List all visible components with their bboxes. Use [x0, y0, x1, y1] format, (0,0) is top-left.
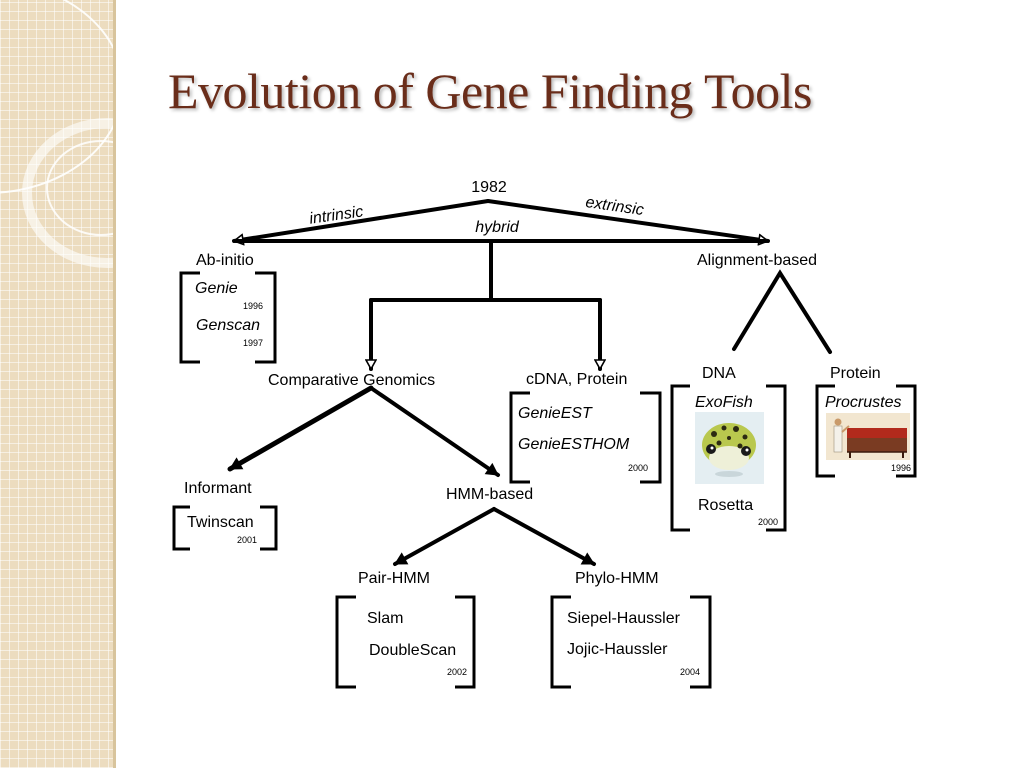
tool-genscan: Genscan: [196, 317, 260, 334]
tool-genieesthom: GenieESTHOM: [518, 436, 630, 453]
tool-doublescan: DoubleScan: [369, 642, 456, 659]
edge-alignment-split: [732, 269, 832, 354]
bracket-phylo-hmm: [550, 595, 712, 689]
year-genie: 1996: [243, 301, 263, 311]
node-label-cdna-protein: cDNA, Protein: [526, 371, 627, 388]
node-label-pair-hmm: Pair-HMM: [358, 570, 430, 587]
edge-to-hmm: [369, 386, 500, 477]
year-pair-hmm: 2002: [447, 667, 467, 677]
node-label-ab-initio: Ab-initio: [196, 252, 254, 269]
node-label-informant: Informant: [184, 480, 252, 497]
bracket-informant: [172, 505, 278, 551]
node-label-hmm-based: HMM-based: [446, 486, 533, 503]
node-label-protein: Protein: [830, 365, 881, 382]
root-year-label: 1982: [471, 179, 507, 196]
bracket-group: [172, 271, 917, 689]
tool-slam: Slam: [367, 610, 403, 627]
tool-siepel-haussler: Siepel-Haussler: [567, 610, 681, 627]
edge-to-informant: [227, 385, 374, 472]
year-dna: 2000: [758, 517, 778, 527]
year-protein: 1996: [891, 463, 911, 473]
node-label-alignment-based: Alignment-based: [697, 252, 817, 269]
bracket-protein: [815, 384, 917, 478]
year-phylo-hmm: 2004: [680, 667, 700, 677]
page-title: Evolution of Gene Finding Tools: [168, 63, 812, 119]
edge-to-pair-hmm: [393, 507, 496, 566]
bracket-dna: [670, 384, 787, 532]
tool-genie: Genie: [195, 280, 238, 297]
bracket-ab-initio: [179, 271, 277, 364]
tool-twinscan: Twinscan: [187, 514, 254, 531]
node-label-comparative-genomics: Comparative Genomics: [268, 372, 435, 389]
tool-jojic-haussler: Jojic-Haussler: [567, 641, 668, 658]
edge-extrinsic: [486, 199, 770, 241]
pufferfish-image: [695, 412, 764, 484]
sidebar-divider: [113, 0, 116, 768]
tool-exofish: ExoFish: [695, 394, 753, 411]
edge-label-intrinsic: intrinsic: [308, 203, 364, 227]
year-informant: 2001: [237, 535, 257, 545]
edge-to-phylo-hmm: [492, 507, 596, 566]
bracket-pair-hmm: [335, 595, 476, 689]
decorative-sidebar: [0, 0, 113, 768]
tool-genieest: GenieEST: [518, 405, 593, 422]
procrustes-image: [826, 413, 910, 460]
node-label-dna: DNA: [702, 365, 736, 382]
tool-procrustes: Procrustes: [825, 394, 901, 411]
year-cdna-protein: 2000: [628, 463, 648, 473]
node-label-phylo-hmm: Phylo-HMM: [575, 570, 659, 587]
edge-intrinsic: [232, 199, 490, 241]
tool-rosetta: Rosetta: [698, 497, 753, 514]
tree-connectors: [227, 199, 832, 566]
bracket-cdna-protein: [509, 391, 662, 484]
year-genscan: 1997: [243, 338, 263, 348]
edge-label-hybrid: hybrid: [475, 219, 520, 236]
